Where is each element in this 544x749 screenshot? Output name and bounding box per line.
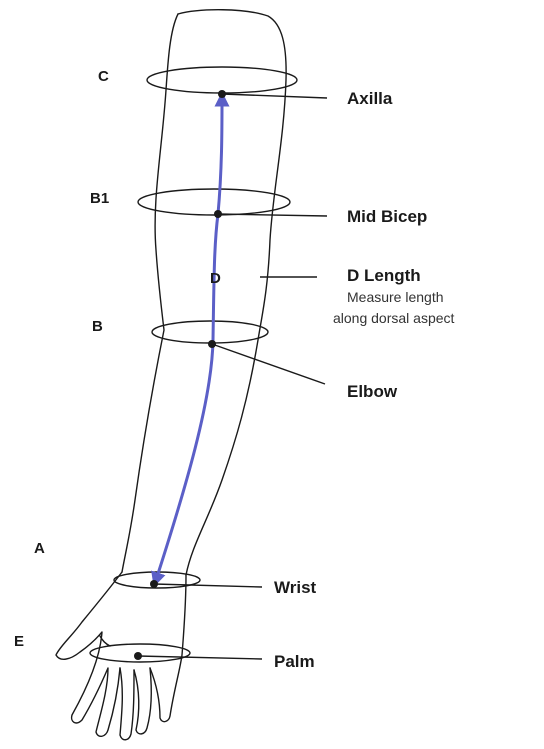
callout-d-length-note-1: Measure length <box>347 289 444 305</box>
measurement-arrow-icon <box>151 91 230 588</box>
callout-d-length: D Length <box>347 266 421 285</box>
leader-elbow <box>211 343 326 385</box>
callout-palm: Palm <box>274 652 315 671</box>
point-palm <box>134 652 142 660</box>
label-b1: B1 <box>90 190 109 207</box>
leader-axilla <box>221 93 328 99</box>
leader-mid-bicep <box>217 213 328 217</box>
label-a: A <box>34 540 45 557</box>
callout-axilla: Axilla <box>347 89 393 108</box>
ring-e <box>89 643 191 663</box>
measurement-points <box>134 90 226 660</box>
label-b: B <box>92 318 103 335</box>
ring-b <box>151 320 269 344</box>
point-elbow <box>208 340 216 348</box>
callout-mid-bicep: Mid Bicep <box>347 207 427 226</box>
callout-wrist: Wrist <box>274 578 317 597</box>
callout-d-length-note-2: along dorsal aspect <box>333 310 455 326</box>
point-mid-bicep <box>214 210 222 218</box>
point-axilla <box>218 90 226 98</box>
label-c: C <box>98 68 109 85</box>
arm-outline-icon <box>121 9 287 576</box>
ring-b1 <box>137 188 291 216</box>
ring-c <box>146 66 298 94</box>
leader-lines <box>137 93 328 660</box>
leader-wrist <box>153 583 263 588</box>
hand-outline-icon <box>55 571 187 741</box>
leader-palm <box>137 655 263 660</box>
label-e: E <box>14 633 24 650</box>
callout-elbow: Elbow <box>347 382 398 401</box>
point-wrist <box>150 580 158 588</box>
label-d: D <box>210 270 221 287</box>
